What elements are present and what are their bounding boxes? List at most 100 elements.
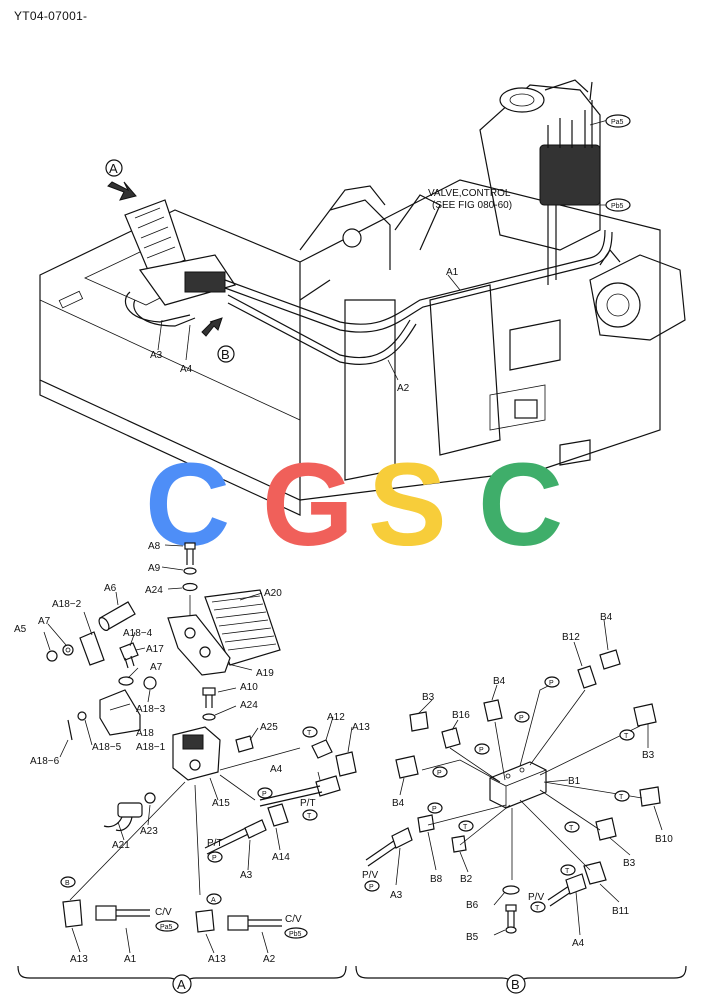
label-a18-6: A18−6	[30, 756, 60, 767]
label-a3: A3	[150, 350, 163, 361]
label-b5: B5	[466, 932, 479, 943]
label-a2: A2	[397, 383, 410, 394]
bracket-label-b: B	[511, 977, 520, 992]
tag-t-r6: T	[535, 905, 540, 912]
label-a24-lower: A24	[240, 700, 258, 711]
tag-b: B	[65, 880, 70, 887]
watermark-letter-3: S	[368, 439, 447, 571]
label-a15: A15	[212, 798, 230, 809]
label-a3: A3	[240, 870, 253, 881]
label-b4-lower: B4	[392, 798, 405, 809]
label-b4-top: B4	[600, 612, 613, 623]
tag-t-r5: T	[565, 868, 570, 875]
label-a20: A20	[264, 588, 282, 599]
tag-p-r3: P	[479, 747, 484, 754]
label-a18-5: A18−5	[92, 742, 122, 753]
label-a12: A12	[327, 712, 345, 723]
label-a7-lower: A7	[150, 662, 163, 673]
label-a19: A19	[256, 668, 274, 679]
label-a24: A24	[145, 585, 163, 596]
label-a2: A2	[263, 954, 276, 965]
label-b16: B16	[452, 710, 470, 721]
label-b8: B8	[430, 874, 443, 885]
tag-t-r1: T	[624, 733, 629, 740]
watermark-letter-2: G	[262, 439, 354, 571]
label-a4-right: A4	[572, 938, 585, 949]
label-pv-left: P/V	[362, 870, 378, 881]
tag-p-r6: P	[369, 884, 374, 891]
label-b11: B11	[612, 906, 629, 917]
label-a1: A1	[446, 267, 459, 278]
label-a1: A1	[124, 954, 137, 965]
valve-note-line2: (SEE FIG 080-60)	[432, 200, 512, 211]
label-a18-3: A18−3	[136, 704, 166, 715]
pedal-assembly-exploded	[43, 542, 357, 954]
label-pt-lower: P/T	[207, 838, 223, 849]
tag-a: A	[211, 897, 216, 904]
tag-p-1: P	[262, 791, 267, 798]
label-a4: A4	[180, 364, 193, 375]
label-a10: A10	[240, 682, 258, 693]
label-b3-left: B3	[422, 692, 435, 703]
label-a21: A21	[112, 840, 130, 851]
label-a23: A23	[140, 826, 158, 837]
tag-pa5: Pa5	[611, 119, 624, 126]
tag-p-r5: P	[432, 806, 437, 813]
label-a18-4: A18−4	[123, 628, 153, 639]
arrow-a-icon	[107, 181, 137, 201]
tag-pa5-lower: Pa5	[160, 924, 173, 931]
label-pv-right: P/V	[528, 892, 544, 903]
label-a13: A13	[352, 722, 370, 733]
label-b6: B6	[466, 900, 479, 911]
cgsc-watermark: C G S C	[145, 439, 563, 571]
label-a25: A25	[260, 722, 278, 733]
label-a13-lower-1: A13	[70, 954, 88, 965]
label-b12: B12	[562, 632, 580, 643]
tag-t-r2: T	[619, 794, 624, 801]
tag-t-r4: T	[569, 825, 574, 832]
tag-p-r4: P	[437, 770, 442, 777]
label-a17: A17	[146, 644, 164, 655]
machine-frame-overview	[39, 79, 686, 516]
label-a9: A9	[148, 563, 161, 574]
label-b4-mid: B4	[493, 676, 506, 687]
bracket-label-a: A	[177, 977, 186, 992]
tag-t-1: T	[307, 730, 312, 737]
label-a18-2: A18−2	[52, 599, 82, 610]
label-a8: A8	[148, 541, 161, 552]
document-number: YT04-07001-	[14, 9, 88, 23]
overview-labels: A B VALVE,CONTROL (SEE FIG 080-60) A1 A2…	[105, 114, 631, 394]
tag-p-r2: P	[519, 715, 524, 722]
label-a4: A4	[270, 764, 283, 775]
label-cv-2: C/V	[285, 914, 302, 925]
label-a7: A7	[38, 616, 51, 627]
pedal-assembly-labels: A8 A9 A24 A20 A6 A18−2 A5 A7 A18−4 A17 A…	[14, 541, 370, 965]
label-a18-1: A18−1	[136, 742, 166, 753]
label-a6: A6	[104, 583, 117, 594]
tag-p-r1: P	[549, 680, 554, 687]
manifold-assembly-exploded	[365, 619, 663, 936]
label-b3-lower: B3	[623, 858, 636, 869]
valve-note-line1: VALVE,CONTROL	[428, 188, 511, 199]
arrow-b-icon	[201, 317, 223, 337]
label-b10: B10	[655, 834, 673, 845]
callout-a: A	[109, 161, 118, 176]
callout-b: B	[221, 347, 230, 362]
label-a18: A18	[136, 728, 154, 739]
section-brackets: A B	[17, 965, 687, 994]
label-a13-lower-2: A13	[208, 954, 226, 965]
tag-pb5: Pb5	[611, 203, 624, 210]
label-b3-right: B3	[642, 750, 655, 761]
manifold-assembly-labels: B4 B12 B3 B4 B16 B3 B1 B4 B10 B3 B8 B2 P…	[362, 612, 673, 949]
label-b1: B1	[568, 776, 581, 787]
tag-p-2: P	[212, 855, 217, 862]
tag-t-2: T	[307, 813, 312, 820]
label-pt-upper: P/T	[300, 798, 316, 809]
label-cv-1: C/V	[155, 907, 172, 918]
label-a3-right: A3	[390, 890, 403, 901]
label-a14: A14	[272, 852, 290, 863]
watermark-letter-4: C	[478, 439, 563, 571]
tag-t-r3: T	[463, 824, 468, 831]
